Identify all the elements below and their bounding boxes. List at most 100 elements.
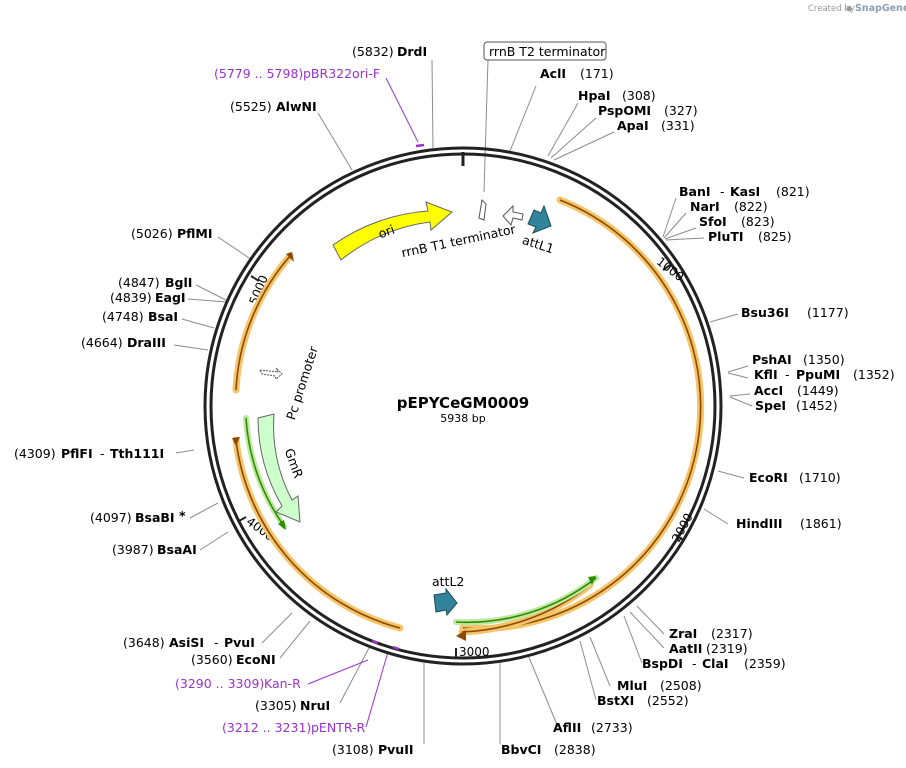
site-pos-ecori: (1710) — [799, 470, 841, 485]
primer-pos-kan-r: (3290 .. 3309) — [175, 676, 264, 691]
site-pos-pshai: (1350) — [803, 352, 845, 367]
primer-name-pbr322ori-f: pBR322ori-F — [303, 66, 380, 81]
feature-attl2[interactable]: attL2 — [432, 574, 464, 617]
primer-labels: (5779 .. 5798) pBR322ori-F (3290 .. 3309… — [175, 66, 380, 735]
site-pos-asisi: (3648) — [123, 635, 165, 650]
site-sep-bani-kasi: - — [720, 184, 725, 199]
site-pos-bstxi: (2552) — [647, 693, 689, 708]
site-name-zrai: ZraI — [669, 626, 697, 641]
site-name-pflmi: PflMI — [177, 226, 213, 241]
site-name-bsai: BsaI — [148, 309, 178, 324]
site-pos-aatii: (2319) — [706, 641, 748, 656]
tick-marks — [238, 264, 684, 659]
site-name-tth111i: Tth111I — [110, 446, 164, 461]
site-pos-aflii: (2733) — [591, 720, 633, 735]
site-name-bsabi: BsaBI — [135, 510, 175, 525]
site-suffix-bsabi: * — [179, 508, 186, 523]
site-pos-bsaai: (3987) — [112, 542, 154, 557]
orf-arcs — [232, 196, 705, 636]
feature-label-pc-promoter: Pc promoter — [283, 344, 321, 422]
site-name-bani: BanI — [679, 184, 711, 199]
site-pos-pvuii: (3108) — [332, 742, 374, 757]
site-pos-bsu36i: (1177) — [807, 305, 849, 320]
primer-pos-pentr-r: (3212 .. 3231) — [222, 720, 311, 735]
feature-attl1[interactable]: attL1 — [520, 204, 556, 256]
credit-prefix: Created by — [808, 4, 855, 14]
site-name-aatii: AatII — [669, 641, 702, 656]
site-pos-bani: (821) — [776, 184, 810, 199]
site-pos-bsai: (4748) — [102, 309, 144, 324]
site-pos-bbvci: (2838) — [554, 742, 596, 757]
site-pos-sfoi: (823) — [741, 214, 775, 229]
plasmid-size: 5938 bp — [440, 412, 485, 425]
site-pos-pspomi: (327) — [664, 103, 698, 118]
site-name-bspdi: BspDI — [642, 656, 683, 671]
site-name-pspomi: PspOMI — [598, 103, 651, 118]
site-pos-bgli: (4847) — [118, 275, 160, 290]
feature-pc-promoter[interactable]: Pc promoter — [259, 344, 321, 422]
site-name-kfli: KflI — [754, 367, 778, 382]
site-name-bsu36i: Bsu36I — [741, 305, 789, 320]
site-pos-bsabi: (4097) — [90, 510, 132, 525]
feature-label-attl1: attL1 — [520, 232, 555, 256]
primer-leaders — [307, 77, 419, 728]
site-pos-alwni: (5525) — [230, 99, 272, 114]
site-name-pflfi: PflFI — [61, 446, 93, 461]
site-name-aflii: AflII — [553, 720, 581, 735]
site-name-pluti: PluTI — [708, 229, 744, 244]
site-pos-pluti: (825) — [758, 229, 792, 244]
tick-label-3000: 3000 — [459, 645, 490, 659]
green-arcs — [243, 415, 599, 626]
site-name-hindiii: HindIII — [736, 516, 783, 531]
site-pos-econi: (3560) — [191, 652, 233, 667]
site-pos-pflmi: (5026) — [131, 226, 173, 241]
feature-label-gmr: GmR — [282, 446, 307, 480]
site-sep-asisi-pvui: - — [214, 635, 219, 650]
site-pos-nrui: (3305) — [255, 698, 297, 713]
credit-brand: SnapGene — [855, 3, 906, 14]
primer-pos-pbr322ori-f: (5779 .. 5798) — [214, 66, 303, 81]
site-name-sfoi: SfoI — [699, 214, 727, 229]
feature-label-rrnb-t2: rrnB T2 terminator — [489, 44, 606, 59]
site-name-mlui: MluI — [617, 678, 647, 693]
site-name-draiii: DraIII — [127, 335, 166, 350]
snapgene-credit: Created by ◆ SnapGene — [808, 3, 906, 14]
green-arrowheads — [278, 520, 596, 585]
site-sep-pflfi-tth111i: - — [100, 446, 105, 461]
leader-lines — [173, 59, 753, 744]
feature-label-attl2: attL2 — [432, 574, 464, 589]
primer-marks — [371, 143, 425, 651]
site-sep-bspdi-clai: - — [692, 656, 697, 671]
primer-name-kan-r: Kan-R — [264, 676, 301, 691]
site-pos-spei: (1452) — [796, 398, 838, 413]
site-pos-nari: (822) — [734, 199, 768, 214]
site-name-bstxi: BstXI — [597, 693, 634, 708]
site-pos-mlui: (2508) — [660, 678, 702, 693]
site-name-ppumi: PpuMI — [796, 367, 840, 382]
site-name-asisi: AsiSI — [169, 635, 204, 650]
site-name-acci: AccI — [754, 383, 783, 398]
site-pos-eagi: (4839) — [110, 290, 152, 305]
feature-ori[interactable]: ori — [332, 201, 453, 261]
site-name-alwni: AlwNI — [276, 99, 317, 114]
site-name-pshai: PshAI — [752, 352, 792, 367]
snapgene-logo-icon: ◆ — [846, 4, 853, 14]
site-pos-pflfi: (4309) — [14, 446, 56, 461]
site-name-clai: ClaI — [702, 656, 729, 671]
site-pos-apai: (331) — [661, 118, 695, 133]
site-name-kasi: KasI — [730, 184, 760, 199]
feature-rrnb-t2[interactable]: rrnB T2 terminator — [478, 41, 607, 221]
site-name-ecori: EcoRI — [749, 470, 788, 485]
feature-gmr[interactable]: GmR — [257, 413, 307, 523]
site-labels: (5832) DrdI AclI (171) HpaI (308) PspOMI… — [14, 44, 895, 757]
site-pos-drdi: (5832) — [352, 44, 394, 59]
site-pos-hpai: (308) — [622, 88, 656, 103]
site-name-econi: EcoNI — [236, 652, 276, 667]
site-name-apai: ApaI — [617, 118, 649, 133]
site-name-nari: NarI — [690, 199, 720, 214]
feature-label-rrnb-t1: rrnB T1 terminator — [400, 221, 518, 260]
site-name-nrui: NruI — [300, 698, 330, 713]
plasmid-name: pEPYCeGM0009 — [397, 394, 529, 412]
site-pos-bspdi: (2359) — [744, 656, 786, 671]
